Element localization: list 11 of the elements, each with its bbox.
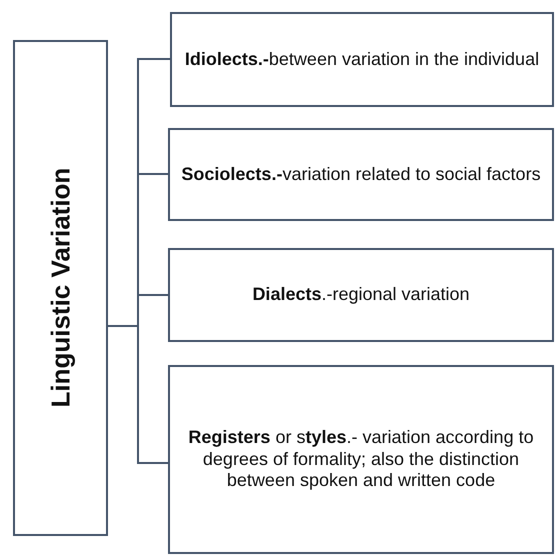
connector-line xyxy=(108,325,168,464)
category-box xyxy=(168,128,554,221)
category-box xyxy=(168,248,554,342)
vertical-title: Linguistic Variation xyxy=(44,167,76,410)
description-text: Dialects.-regional variation xyxy=(251,284,471,306)
title-box xyxy=(13,40,108,536)
description-text: Sociolects.-variation related to social factors xyxy=(180,164,542,186)
category-box xyxy=(168,365,554,554)
description-text: Idiolects.-between variation in the individual xyxy=(184,48,540,70)
description-text: Registers or styles.- variation according to degrees of formality; also the distinction between spoken and written code xyxy=(187,427,535,492)
category-box xyxy=(170,12,554,107)
